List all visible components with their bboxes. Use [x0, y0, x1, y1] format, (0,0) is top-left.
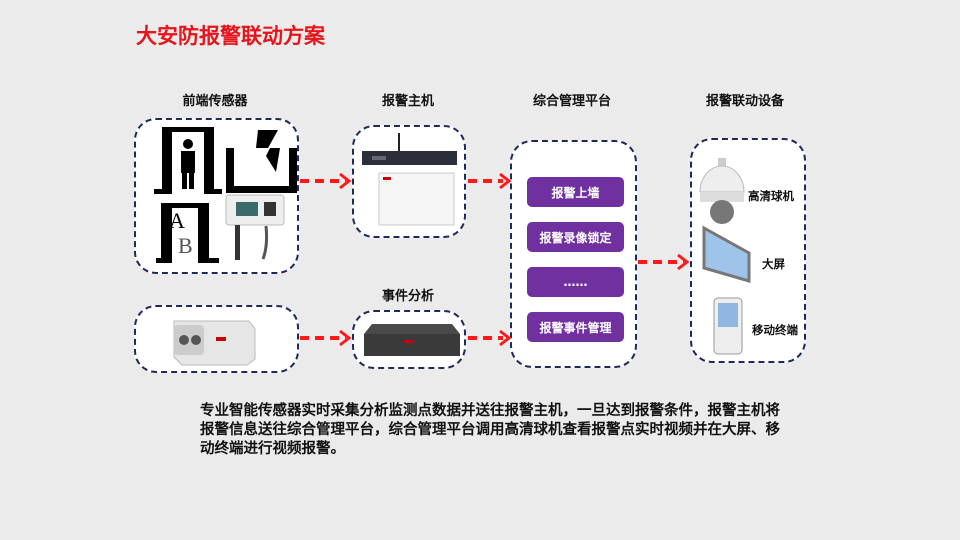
label-alarm-host: 报警主机 [381, 94, 434, 109]
intrusion-icon [226, 130, 297, 193]
label-linkage-devices: 报警联动设备 [705, 94, 784, 109]
linkage-box: 高清球机 大屏 移动终端 [690, 138, 806, 363]
video-wall-icon [702, 225, 751, 283]
alarm-host-icon [362, 133, 457, 226]
platform-item-record-lock[interactable]: 报警录像锁定 [527, 222, 624, 252]
metal-detector-icon [154, 127, 222, 194]
device-big-screen: 大屏 [762, 257, 785, 271]
sensor-icons: AB [154, 127, 297, 263]
event-analysis-box [352, 310, 466, 369]
access-gate-icon: AB [156, 203, 219, 263]
device-mobile-terminal: 移动终端 [752, 323, 798, 337]
camera-box [134, 305, 299, 373]
linkage-device-icons [699, 158, 751, 355]
svg-text:A: A [169, 208, 185, 233]
label-platform: 综合管理平台 [532, 94, 611, 109]
temperature-sensor-icon [225, 194, 285, 260]
svg-text:B: B [178, 233, 193, 258]
analysis-server-icon [364, 324, 460, 356]
label-sensors: 前端传感器 [182, 94, 248, 109]
platform-item-more[interactable]: …… [527, 267, 624, 297]
mobile-phone-icon [713, 297, 743, 355]
platform-item-event-management[interactable]: 报警事件管理 [527, 312, 624, 342]
label-event-analysis: 事件分析 [381, 289, 434, 304]
platform-item-alarm-wall[interactable]: 报警上墙 [527, 177, 624, 207]
description-text: 专业智能传感器实时采集分析监测点数据并送往报警主机，一旦达到报警条件，报警主机将… [200, 403, 780, 457]
slide-title: 大安防报警联动方案 [136, 24, 325, 48]
device-ptz-camera: 高清球机 [748, 189, 794, 203]
alarm-host-box [352, 125, 466, 238]
bullet-camera-icon [173, 320, 256, 366]
dome-camera-icon [699, 158, 745, 224]
